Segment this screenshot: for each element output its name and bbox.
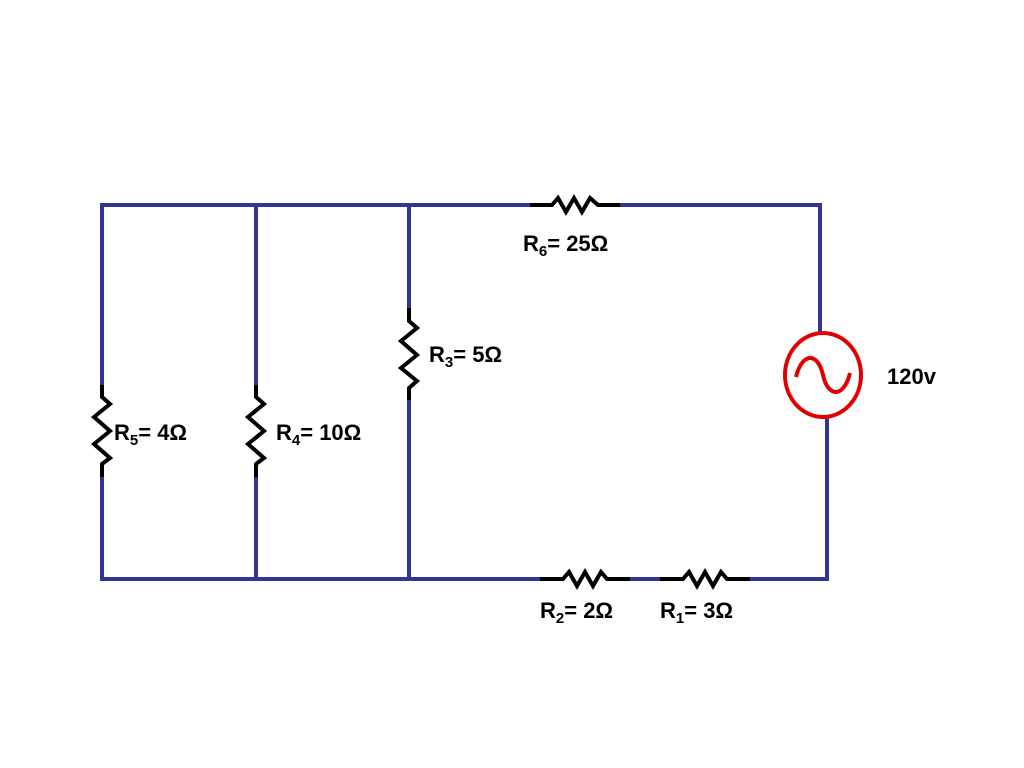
r5-subscript: 5 <box>129 432 139 449</box>
r3-letter: R <box>429 342 445 367</box>
r2-value: = 2Ω <box>564 598 614 623</box>
r3-value: = 5Ω <box>453 342 503 367</box>
r6-value: = 25Ω <box>547 231 609 256</box>
r6-subscript: 6 <box>538 243 548 260</box>
resistor-r3-label: R3= 5Ω <box>429 342 503 371</box>
ac-source-icon <box>783 331 863 419</box>
resistor-r6-label: R6= 25Ω <box>523 231 609 260</box>
source-voltage-label: 120v <box>887 364 936 389</box>
resistor-r4-icon <box>244 385 268 477</box>
resistor-r1-icon <box>660 567 750 591</box>
r6-letter: R <box>523 231 539 256</box>
r5-letter: R <box>114 420 130 445</box>
resistor-r5-label: R5= 4Ω <box>114 420 188 449</box>
r4-letter: R <box>276 420 292 445</box>
r2-subscript: 2 <box>555 610 565 627</box>
resistor-r5-icon <box>90 385 114 477</box>
resistor-r6-icon <box>530 193 620 217</box>
r2-letter: R <box>540 598 556 623</box>
resistor-r1-label: R1= 3Ω <box>660 598 734 627</box>
resistor-r2-label: R2= 2Ω <box>540 598 614 627</box>
r4-subscript: 4 <box>291 432 301 449</box>
r4-value: = 10Ω <box>300 420 362 445</box>
r1-letter: R <box>660 598 676 623</box>
r1-value: = 3Ω <box>684 598 734 623</box>
resistor-r4-label: R4= 10Ω <box>276 420 362 449</box>
r5-value: = 4Ω <box>138 420 188 445</box>
r3-subscript: 3 <box>444 354 454 371</box>
resistor-r3-icon <box>397 308 421 400</box>
r1-subscript: 1 <box>675 610 685 627</box>
right-wire <box>818 203 829 581</box>
resistor-r2-icon <box>540 567 630 591</box>
